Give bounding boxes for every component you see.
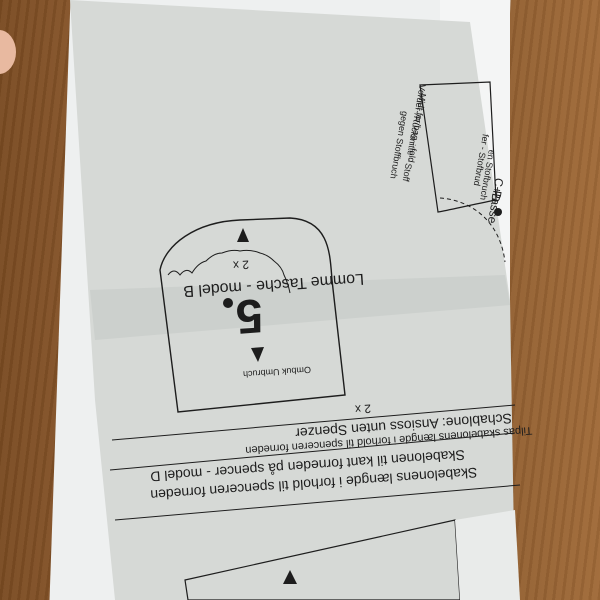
strip-line-1 (109, 432, 516, 471)
pocket-outline (159, 217, 346, 413)
strip-line-2 (114, 484, 521, 521)
finger (0, 30, 16, 74)
yoke-dot (494, 208, 502, 216)
pocket-seam-line (167, 249, 291, 294)
yoke-outline (419, 81, 497, 213)
grain-arrow-down (251, 347, 264, 362)
marker-dot (223, 298, 233, 308)
grain-arrow-up (237, 228, 249, 242)
yoke-curve (439, 197, 506, 263)
paper-crease (90, 275, 510, 340)
printed-sheet (455, 510, 520, 600)
strip-line-3 (111, 404, 516, 441)
piece-number: 5 (234, 288, 265, 343)
strip-cut-count: 2 x (354, 401, 372, 417)
lower-grain-arrow (283, 570, 297, 584)
cut-count: 2 x (232, 257, 250, 273)
lower-piece-outline (184, 519, 461, 600)
